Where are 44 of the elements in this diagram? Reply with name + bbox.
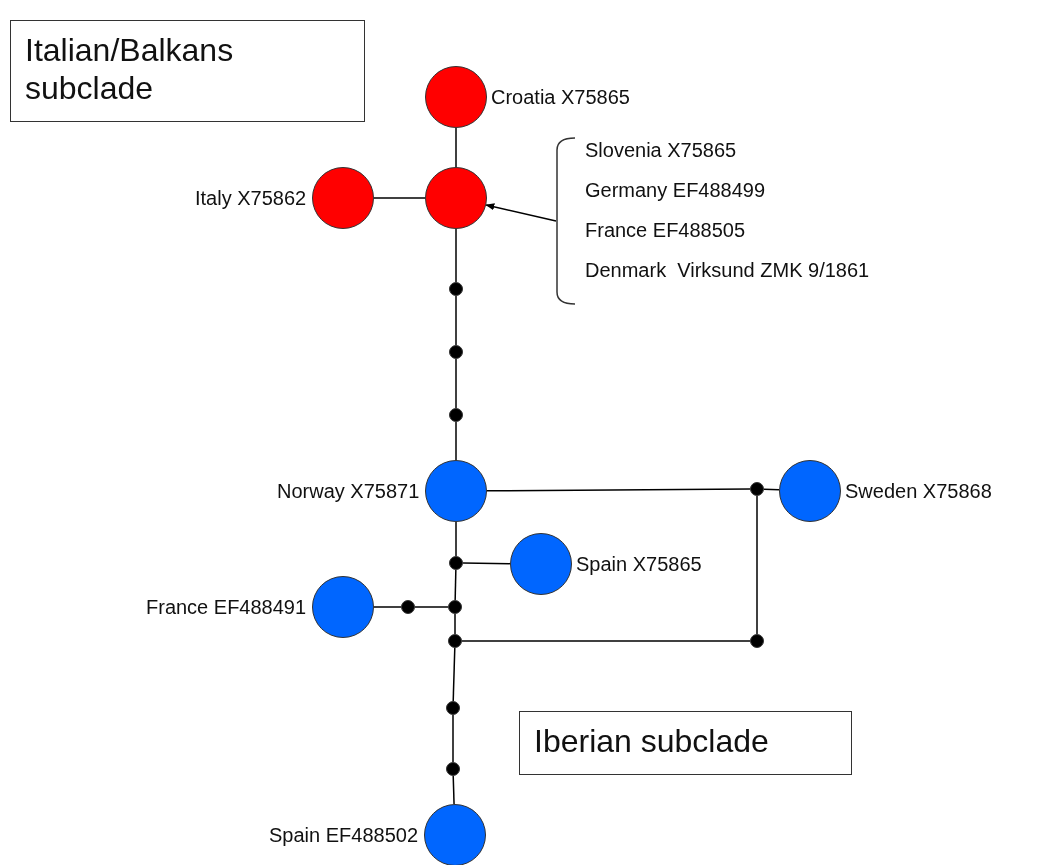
sample-label: France EF488505 [585, 218, 747, 243]
network-link [452, 775, 455, 805]
network-link [452, 647, 456, 702]
subclade-label: Iberian subclade [519, 711, 852, 775]
network-link [461, 640, 751, 642]
sample-label: Norway X75871 [277, 479, 420, 503]
network-link [454, 569, 457, 601]
sample-label: Croatia X75865 [491, 85, 630, 109]
network-link [452, 714, 454, 763]
network-link [756, 495, 758, 635]
network-link [454, 613, 456, 635]
network-link [455, 127, 457, 168]
network-link [455, 358, 457, 409]
median-vector-dot [750, 482, 764, 496]
network-link [455, 295, 457, 346]
median-vector-dot [448, 600, 462, 614]
subclade-label: Italian/Balkans subclade [10, 20, 365, 122]
leader-arrow [485, 203, 557, 222]
median-vector-dot [448, 634, 462, 648]
network-link [455, 421, 457, 461]
network-link [373, 606, 402, 608]
sample-label: Italy X75862 [195, 186, 307, 210]
median-vector-dot [750, 634, 764, 648]
network-link [414, 606, 449, 608]
median-vector-dot [449, 282, 463, 296]
median-vector-dot [446, 701, 460, 715]
median-vector-dot [401, 600, 415, 614]
sample-label: Germany EF488499 [585, 178, 767, 203]
sample-label: Slovenia X75865 [585, 138, 738, 163]
network-link [455, 228, 457, 283]
median-vector-dot [446, 762, 460, 776]
network-link [373, 197, 426, 199]
sample-label: Spain X75865 [576, 552, 702, 576]
sample-label: Sweden X75868 [845, 479, 992, 503]
median-vector-dot [449, 345, 463, 359]
sample-label: Spain EF488502 [269, 823, 418, 847]
network-link [455, 521, 457, 557]
network-link [462, 562, 511, 565]
median-vector-dot [449, 408, 463, 422]
median-vector-dot [449, 556, 463, 570]
network-link [486, 488, 751, 492]
sample-label: France EF488491 [146, 595, 307, 619]
sample-label: Denmark Virksund ZMK 9/1861 [585, 258, 871, 283]
network-link [763, 488, 780, 491]
